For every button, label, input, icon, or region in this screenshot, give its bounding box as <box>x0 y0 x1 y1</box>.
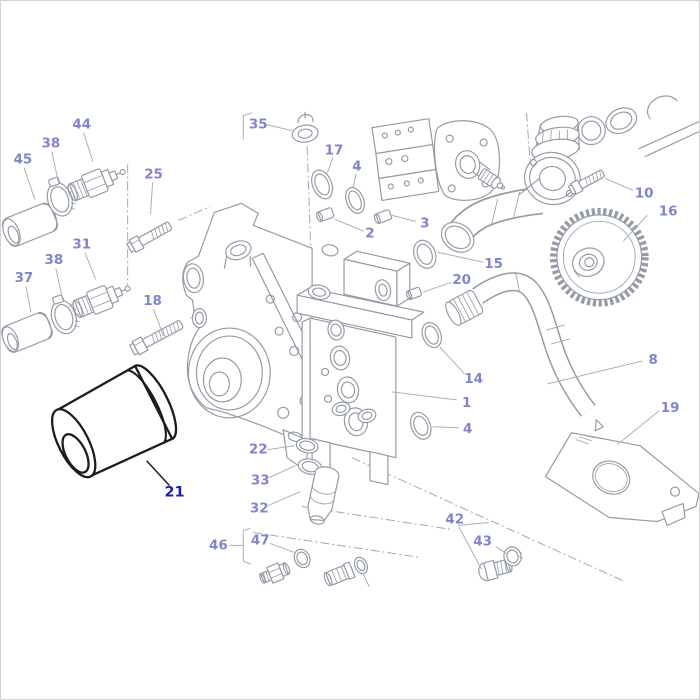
part-label-4a: 4 <box>352 160 361 175</box>
leader-line <box>605 178 634 191</box>
part-label-8: 8 <box>648 353 657 368</box>
part-label-18: 18 <box>143 294 162 309</box>
leader-line <box>391 214 416 222</box>
cap-37-drawing <box>1 312 53 353</box>
leader-line <box>458 526 483 570</box>
water-outlet-drawing <box>518 115 581 206</box>
front-cover-drawing <box>182 202 329 472</box>
callout-bracket <box>457 522 489 526</box>
leader-line <box>432 426 459 429</box>
leader-line <box>352 173 357 189</box>
leader-line <box>266 124 293 132</box>
part-label-16: 16 <box>659 204 678 219</box>
leader-line <box>437 251 484 263</box>
oil-pipe-drawing <box>445 271 604 432</box>
part-label-37: 37 <box>15 271 34 286</box>
part-label-31: 31 <box>72 237 91 252</box>
part-label-20: 20 <box>452 273 471 288</box>
part-label-19: 19 <box>661 401 680 416</box>
part-label-35: 35 <box>249 118 268 133</box>
hydraulic-pump-drawing <box>371 118 506 202</box>
leader-line <box>495 546 508 555</box>
bracket-plate-drawing <box>544 432 699 527</box>
leader-line <box>23 167 36 200</box>
leader-line <box>326 157 334 174</box>
callout-bracket <box>242 112 253 140</box>
leader-line <box>83 132 94 162</box>
leader-line <box>616 410 660 446</box>
leader-line <box>153 308 165 337</box>
part-label-3: 3 <box>420 216 429 231</box>
part-label-15: 15 <box>484 257 503 272</box>
leader-line <box>55 268 64 301</box>
leader-line <box>267 445 295 451</box>
leader-line <box>145 460 171 487</box>
part-label-43: 43 <box>473 534 492 549</box>
part-label-33: 33 <box>251 474 270 489</box>
part-label-45: 45 <box>14 153 33 168</box>
part-label-44: 44 <box>72 118 91 133</box>
part-label-17: 17 <box>325 144 344 159</box>
leader-line <box>334 218 365 232</box>
callout-bracket <box>242 528 252 565</box>
leader-line <box>150 182 154 215</box>
pump-shaft-splines <box>477 168 506 190</box>
leader-line <box>270 542 295 553</box>
sensor-44-drawing <box>67 168 126 202</box>
cap-45-drawing <box>1 202 59 247</box>
top-right-rings-drawing <box>576 95 699 158</box>
part-label-42: 42 <box>445 513 464 528</box>
hose-clamp-38a-drawing <box>46 176 76 217</box>
leader-line <box>268 491 301 507</box>
oil-filter-drawing <box>50 364 178 479</box>
leader-line <box>391 391 457 401</box>
leader-line <box>622 215 648 242</box>
leader-line <box>84 252 97 280</box>
part-label-32: 32 <box>250 502 269 517</box>
bolt-18-drawing <box>128 320 184 356</box>
part-label-46: 46 <box>209 538 228 553</box>
part-label-2: 2 <box>365 226 374 241</box>
leader-line <box>439 346 466 375</box>
sensor-31-drawing <box>72 285 131 318</box>
idler-gear-drawing <box>549 207 649 307</box>
part-label-1: 1 <box>462 396 471 411</box>
part-label-14: 14 <box>464 372 483 387</box>
bolt-10-drawing <box>567 169 605 195</box>
part-label-22: 22 <box>249 443 268 458</box>
part-label-21: 21 <box>164 485 184 501</box>
leader-line <box>547 360 643 385</box>
part-label-38a: 38 <box>41 137 60 152</box>
bolt-25-drawing <box>126 221 173 254</box>
small-parts-drawing <box>259 111 523 587</box>
leader-line <box>51 151 60 185</box>
part-label-4b: 4 <box>463 422 472 437</box>
upper-hose-drawing <box>440 186 544 253</box>
part-label-10: 10 <box>635 186 654 201</box>
leader-line <box>422 281 452 293</box>
part-label-38b: 38 <box>44 253 63 268</box>
part-label-47: 47 <box>251 533 270 548</box>
leader-line <box>25 286 32 313</box>
part-label-25: 25 <box>144 167 163 182</box>
filter-head-block-drawing <box>296 244 425 486</box>
leader-line <box>269 465 296 479</box>
